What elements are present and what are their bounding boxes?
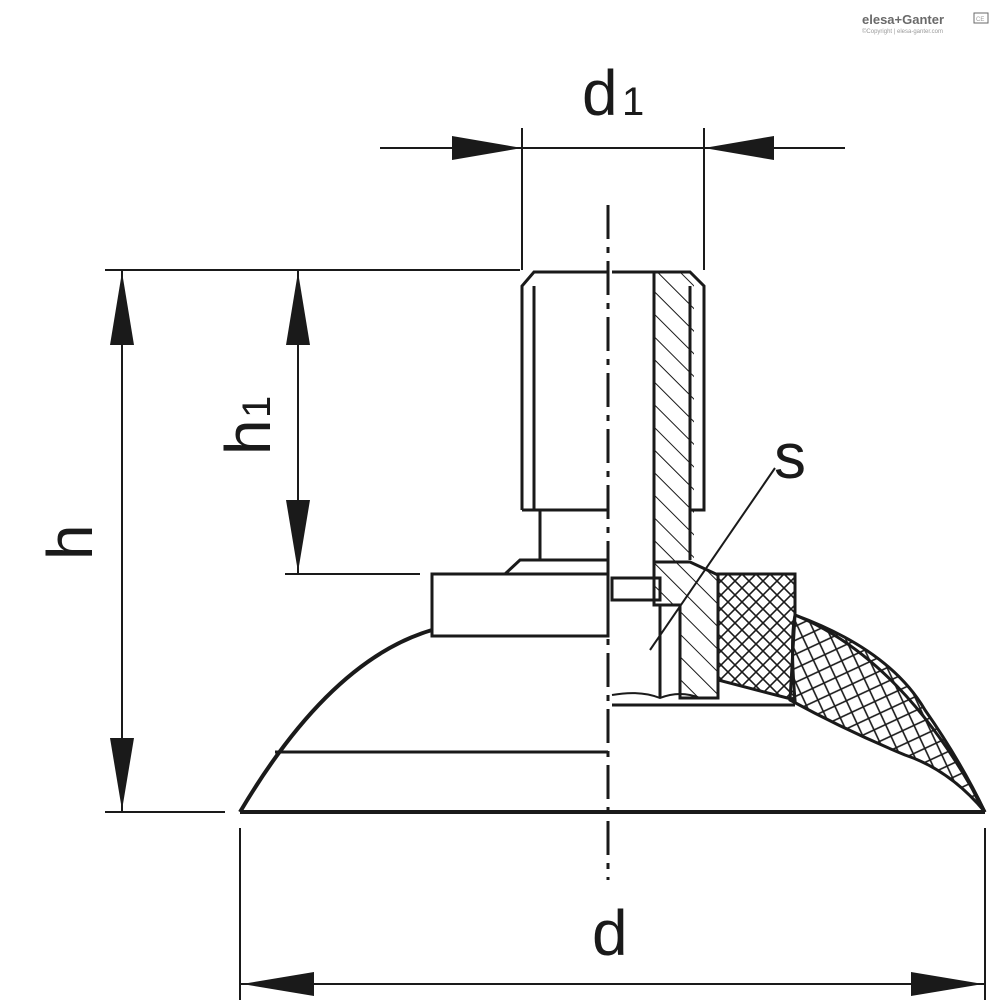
stud-section bbox=[610, 270, 797, 707]
brand-name: elesa+Ganter bbox=[862, 12, 944, 27]
base-dome bbox=[238, 612, 987, 814]
dimension-h1: h 1 bbox=[212, 270, 420, 575]
dimension-h: h bbox=[34, 269, 520, 813]
label-d: d bbox=[592, 897, 628, 969]
threaded-stud bbox=[520, 270, 608, 560]
label-s: s bbox=[774, 420, 806, 492]
dimension-d1: d 1 bbox=[380, 57, 845, 270]
label-h: h bbox=[34, 524, 106, 560]
brand-logo: elesa+Ganter ©Copyright | elesa-ganter.c… bbox=[862, 12, 989, 35]
brand-mark: CE bbox=[976, 17, 984, 23]
brand-copyright: ©Copyright | elesa-ganter.com bbox=[862, 28, 943, 35]
label-h1: h bbox=[212, 419, 284, 455]
leader-s: s bbox=[649, 420, 806, 651]
label-d1: d bbox=[582, 57, 618, 129]
label-d1-subscript: 1 bbox=[622, 80, 644, 124]
dimension-d: d bbox=[239, 828, 986, 1000]
collar bbox=[430, 558, 610, 638]
label-h1-subscript: 1 bbox=[235, 396, 279, 418]
